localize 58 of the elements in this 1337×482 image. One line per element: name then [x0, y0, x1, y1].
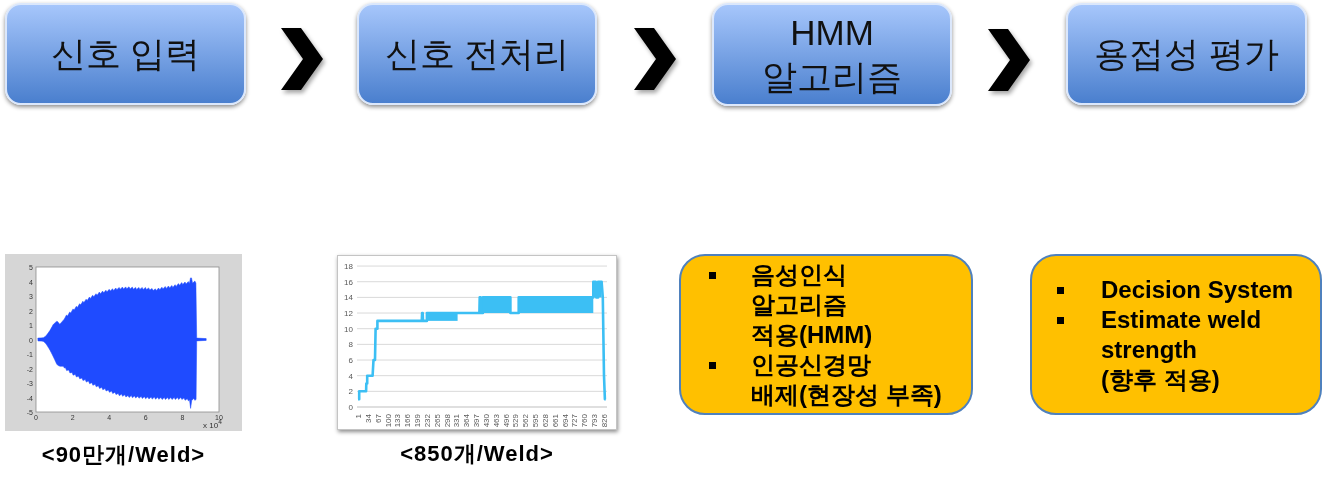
tick-label: 298 — [443, 414, 452, 428]
tick-label: 100 — [384, 414, 393, 428]
process-box — [5, 3, 246, 105]
tick-label: 1 — [355, 414, 363, 419]
chart-panel — [5, 254, 242, 431]
tick-label: 34 — [364, 414, 373, 423]
tick-label: 496 — [502, 414, 511, 428]
tick-label: 331 — [453, 414, 462, 428]
chevron-arrow — [988, 28, 1030, 91]
list-item-text: 음성인식 알고리즘 적용(HMM) — [751, 259, 873, 350]
tick-label: 397 — [473, 414, 482, 428]
step-title: 용접성 평가 — [1094, 33, 1279, 75]
chart-caption: <850개/Weld> — [400, 441, 554, 467]
tick-label: 166 — [404, 414, 413, 428]
chevron-arrow — [280, 28, 323, 90]
tick-label: 12 — [344, 310, 353, 319]
tick-label: 133 — [394, 414, 403, 428]
process-box — [357, 3, 597, 105]
list-item-text: Estimate weld strength (향후 적용) — [1101, 304, 1262, 395]
note-box — [1030, 254, 1322, 415]
tick-label: 10 — [344, 325, 353, 334]
tick-label: 826 — [601, 414, 609, 428]
step-title: HMM 알고리즘 — [762, 11, 902, 98]
tick-label: 760 — [581, 414, 590, 428]
note-box — [679, 254, 973, 415]
tick-label: 529 — [512, 414, 521, 428]
list-item-text: 인공신경망 배제(현장성 부족) — [751, 349, 942, 410]
tick-label: 265 — [433, 414, 442, 428]
list-item-text: Decision System — [1101, 274, 1294, 305]
process-box — [1066, 3, 1307, 105]
step-title: 신호 입력 — [50, 33, 201, 75]
tick-label: 463 — [492, 414, 501, 428]
tick-label: 232 — [423, 414, 432, 428]
tick-label: 628 — [541, 414, 550, 428]
tick-label: 16 — [344, 278, 353, 287]
chart-caption: <90만개/Weld> — [41, 442, 206, 468]
chevron-arrow — [633, 28, 676, 90]
tick-label: 562 — [522, 414, 531, 428]
tick-label: 595 — [532, 414, 541, 428]
tick-label: 6 — [348, 357, 353, 365]
tick-label: 4 — [348, 372, 353, 381]
tick-label: 8 — [348, 341, 353, 350]
tick-label: 2 — [348, 388, 353, 397]
tick-label: 661 — [551, 414, 560, 428]
process-box — [712, 3, 952, 106]
tick-label: 364 — [463, 414, 472, 428]
tick-label: 199 — [414, 414, 423, 428]
tick-label: 18 — [344, 263, 353, 272]
tick-label: 67 — [374, 414, 383, 423]
tick-label: 430 — [482, 414, 491, 428]
chart-panel — [337, 255, 617, 430]
tick-label: 793 — [591, 414, 600, 428]
tick-label: 694 — [561, 414, 570, 428]
tick-label: 0 — [348, 404, 353, 412]
tick-label: x 10$^{4}$ — [203, 419, 222, 430]
step-title: 신호 전처리 — [384, 33, 570, 75]
tick-label: 727 — [571, 414, 580, 428]
tick-label: 14 — [344, 294, 353, 303]
